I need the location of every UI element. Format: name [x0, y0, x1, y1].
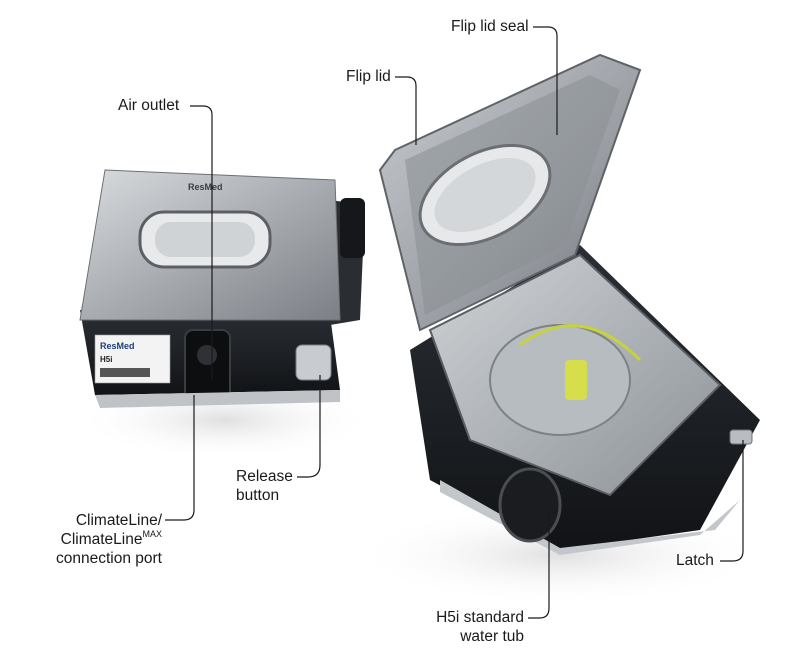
- leader-air-outlet: [190, 105, 213, 380]
- rating-brand: ResMed: [100, 341, 135, 351]
- tub-chamber: [489, 324, 631, 436]
- label-water-tub: H5i standard water tub: [420, 608, 524, 646]
- lid-window-inner: [434, 158, 536, 232]
- leader-release-button: [297, 375, 321, 478]
- closed-humidifier: ResMed H5i ResMed: [75, 169, 375, 460]
- tub-accent: [519, 324, 642, 362]
- label-release-line1: Release: [236, 468, 293, 485]
- right-base-rim: [440, 480, 740, 555]
- leader-water-tub: [528, 510, 550, 619]
- label-air-outlet: Air outlet: [118, 97, 180, 114]
- climateline-port: [184, 329, 231, 401]
- label-latch: Latch: [676, 552, 714, 569]
- label-climateline-line1: ClimateLine/: [75, 512, 162, 529]
- label-climateline-sup: MAX: [142, 528, 162, 539]
- air-outlet: [197, 345, 217, 365]
- label-flip-lid-seal: Flip lid seal: [451, 18, 529, 35]
- tub-outlet: [498, 467, 562, 543]
- label-water-tub-line1: H5i standard: [436, 609, 524, 626]
- top-logo: ResMed: [188, 182, 223, 192]
- rating-model: H5i: [100, 355, 112, 364]
- leader-climateline: [165, 395, 195, 521]
- barcode: [100, 368, 150, 377]
- leader-flip-lid: [395, 76, 417, 145]
- latch: [729, 429, 753, 445]
- label-climateline: ClimateLine/ ClimateLineMAX connection p…: [44, 511, 162, 568]
- control-dial: [340, 198, 365, 258]
- label-water-tub-line2: water tub: [460, 628, 524, 645]
- release-button: [295, 344, 332, 381]
- left-window-inner: [155, 222, 255, 257]
- open-humidifier: [350, 53, 770, 605]
- label-flip-lid: Flip lid: [346, 68, 391, 85]
- label-climateline-base: ClimateLine: [60, 531, 143, 548]
- label-climateline-line3: connection port: [56, 550, 162, 567]
- leader-lines: [165, 26, 744, 619]
- label-climateline-line2: ClimateLineMAX: [44, 528, 162, 549]
- tub-yellow-part: [565, 360, 587, 400]
- label-release-line2: button: [236, 487, 280, 504]
- label-release-button: Release button: [236, 467, 293, 505]
- leader-latch: [720, 440, 744, 562]
- left-base: [95, 390, 340, 408]
- leader-flip-lid-seal: [533, 26, 558, 135]
